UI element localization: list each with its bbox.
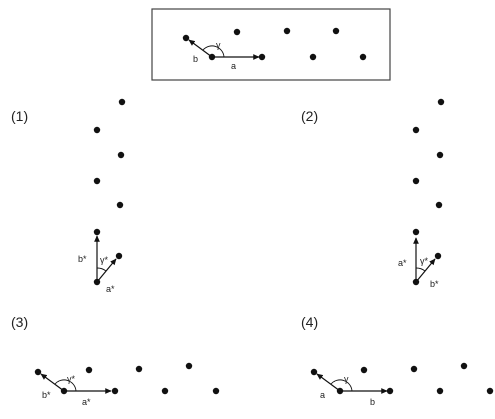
- lattice-dot: [412, 228, 420, 236]
- panel-3-label: (3): [11, 314, 28, 330]
- lattice-dot: [360, 366, 368, 374]
- lattice-dot: [185, 362, 193, 370]
- lattice-dot: [436, 387, 444, 395]
- lattice-dot: [460, 362, 468, 370]
- vector-a: [316, 373, 341, 392]
- angle-arc: [54, 379, 77, 392]
- lattice-dot: [412, 126, 420, 134]
- lattice-dot: [436, 151, 444, 159]
- label-b: b: [193, 54, 198, 64]
- lattice-dot: [283, 27, 291, 35]
- panel-1: (1) b* a* γ*: [11, 98, 126, 294]
- lattice-dot: [117, 151, 125, 159]
- label-a-star: a*: [398, 258, 407, 268]
- lattice-dot: [93, 126, 101, 134]
- label-a-star: a*: [106, 284, 115, 294]
- lattice-dot: [111, 387, 119, 395]
- panel-3: (3) a* b* γ*: [11, 314, 220, 407]
- label-b-star: b*: [78, 254, 87, 264]
- lattice-dot: [437, 98, 445, 106]
- lattice-dot: [309, 53, 317, 61]
- vector-b: [188, 39, 213, 58]
- vector-a-star: [96, 258, 117, 283]
- lattice-dot: [410, 365, 418, 373]
- panel-2-dots: [412, 98, 445, 286]
- panel-4-label: (4): [301, 314, 318, 330]
- label-angle-star: γ*: [420, 256, 429, 266]
- lattice-dot: [412, 177, 420, 185]
- top-panel-frame: [151, 8, 391, 81]
- panel-2-label: (2): [301, 108, 318, 124]
- panel-1-dots: [93, 98, 126, 286]
- label-b-star: b*: [42, 390, 51, 400]
- angle-arc: [202, 45, 225, 58]
- vector-b-star: [40, 373, 65, 392]
- lattice-dot: [258, 53, 266, 61]
- vector-b-star: [415, 258, 436, 283]
- lattice-dot: [93, 228, 101, 236]
- label-angle: γ: [344, 374, 349, 384]
- label-b-star: b*: [430, 279, 439, 289]
- lattice-dot: [212, 387, 220, 395]
- lattice-dot: [34, 368, 42, 376]
- label-a: a: [231, 61, 236, 71]
- top-lattice-dots: [182, 27, 367, 61]
- angle-arc: [96, 267, 107, 272]
- lattice-dot: [486, 387, 494, 395]
- panel-1-label: (1): [11, 108, 28, 124]
- angle-arc: [330, 379, 353, 392]
- top-panel: a b γ: [151, 8, 391, 81]
- label-b: b: [370, 397, 375, 407]
- lattice-dot: [359, 53, 367, 61]
- lattice-dot: [332, 27, 340, 35]
- lattice-dot: [435, 201, 443, 209]
- lattice-dot: [161, 387, 169, 395]
- lattice-dot: [115, 252, 123, 260]
- label-angle-star: γ*: [67, 374, 76, 384]
- label-a-star: a*: [82, 397, 91, 407]
- label-a: a: [320, 390, 325, 400]
- panel-4: (4) b a γ: [301, 314, 494, 407]
- panel-2: (2) a* b* γ*: [301, 98, 445, 289]
- lattice-dot: [135, 365, 143, 373]
- lattice-dot: [118, 98, 126, 106]
- label-angle-star: γ*: [100, 255, 109, 265]
- lattice-dot: [85, 366, 93, 374]
- lattice-dot: [182, 34, 190, 42]
- lattice-dot: [93, 177, 101, 185]
- angle-arc: [415, 267, 426, 272]
- label-angle: γ: [216, 40, 221, 50]
- lattice-dot: [310, 368, 318, 376]
- lattice-dot: [386, 387, 394, 395]
- lattice-dot: [434, 252, 442, 260]
- lattice-dot: [233, 28, 241, 36]
- lattice-dot: [116, 201, 124, 209]
